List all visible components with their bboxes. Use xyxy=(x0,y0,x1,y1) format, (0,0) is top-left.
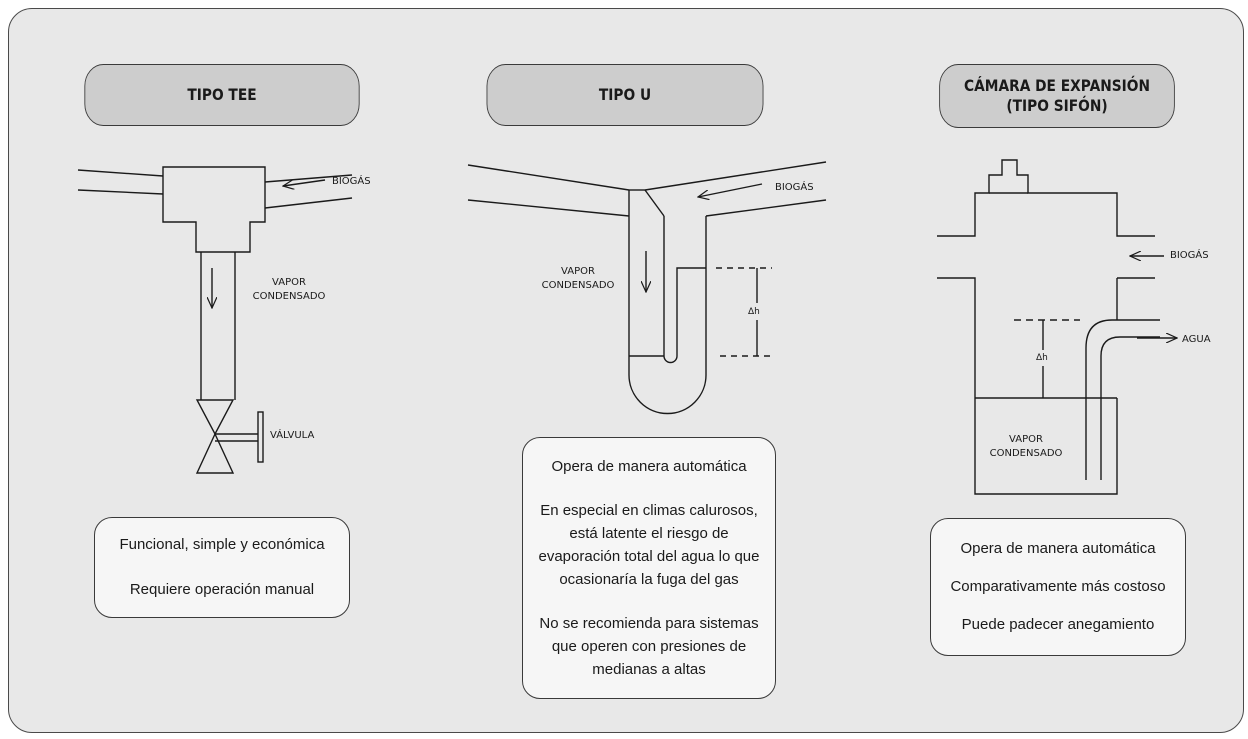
title-camara-expansion: CÁMARA DE EXPANSIÓN (TIPO SIFÓN) xyxy=(939,64,1175,128)
tee-valve-label: VÁLVULA xyxy=(270,430,315,441)
note-evaporation-risk: En especial en climas calurosos, está la… xyxy=(538,502,760,588)
chamber-biogas-label: BIOGÁS xyxy=(1170,250,1209,261)
tee-vapor-label: VAPOR CONDENSADO xyxy=(252,277,326,302)
tee-notes-card: Funcional, simple y económica Requiere o… xyxy=(94,517,350,618)
expansion-chamber xyxy=(937,159,1160,495)
note-costly: Comparativamente más costoso xyxy=(950,578,1166,595)
u-trap xyxy=(467,161,827,415)
tee-fitting xyxy=(77,166,353,474)
chamber-delta-h-marker xyxy=(1014,319,1080,398)
note-functional: Funcional, simple y económica xyxy=(119,536,325,553)
u-biogas-arrow xyxy=(698,183,763,197)
u-delta-h-marker xyxy=(716,267,772,357)
tee-biogas-arrow xyxy=(283,179,326,186)
u-vapor-label: VAPOR CONDENSADO xyxy=(541,266,615,291)
u-biogas-label: BIOGÁS xyxy=(775,182,814,193)
chamber-vapor-label: VAPOR CONDENSADO xyxy=(989,434,1063,459)
chamber-delta-h-label: Δh xyxy=(1036,353,1048,363)
title-tipo-tee: TIPO TEE xyxy=(84,64,360,126)
u-notes-card: Opera de manera automática En especial e… xyxy=(522,437,776,699)
u-delta-h-label: Δh xyxy=(748,307,760,317)
note-manual: Requiere operación manual xyxy=(129,581,315,598)
title-tipo-u: TIPO U xyxy=(486,64,764,126)
tee-biogas-label: BIOGÁS xyxy=(332,176,371,187)
note-flooding: Puede padecer anegamiento xyxy=(961,616,1155,633)
note-automatic: Opera de manera automática xyxy=(960,540,1156,557)
note-automatic: Opera de manera automática xyxy=(551,458,747,475)
note-not-recommended: No se recomienda para sistemas que opere… xyxy=(539,615,759,678)
chamber-water-label: AGUA xyxy=(1182,334,1211,345)
chamber-notes-card: Opera de manera automática Comparativame… xyxy=(930,518,1186,656)
